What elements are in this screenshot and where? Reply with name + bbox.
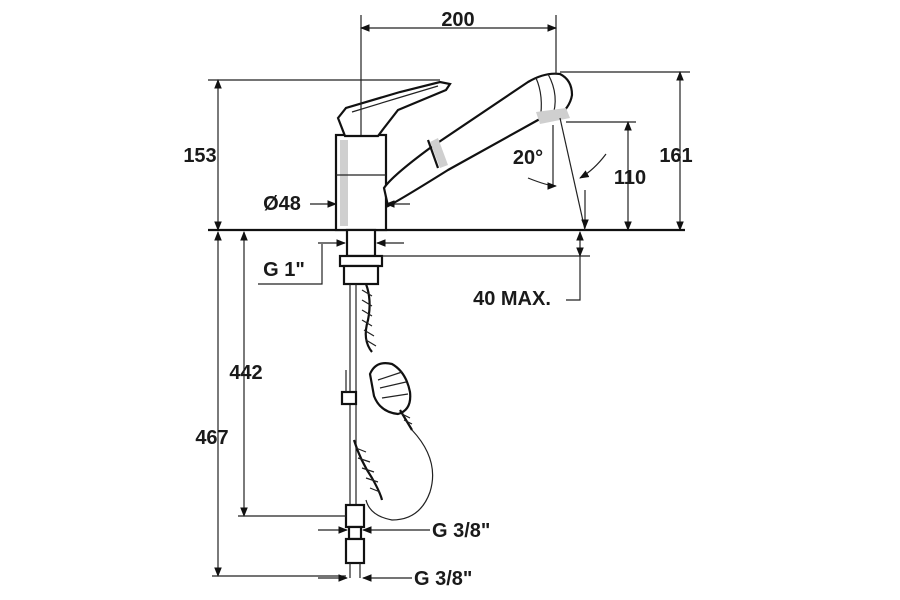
label-height-lever: 153 — [183, 145, 216, 167]
label-hose-long: 467 — [195, 427, 228, 449]
dim-height-lever — [208, 79, 440, 231]
label-total-height: 161 — [659, 145, 692, 167]
dim-connection-top — [258, 239, 404, 285]
label-connection-top: G 1" — [263, 259, 305, 281]
label-base-diameter: Ø48 — [263, 193, 301, 215]
label-hose-short: 442 — [229, 362, 262, 384]
dim-total-height — [560, 71, 690, 231]
label-spout-reach: 200 — [441, 9, 474, 31]
dim-outlet-height — [566, 121, 636, 231]
dim-swivel-angle — [527, 117, 607, 231]
dim-max-thickness — [382, 231, 590, 301]
label-outlet-height: 110 — [614, 167, 646, 189]
label-connection-hose-2: G 3/8" — [414, 568, 472, 590]
dim-hose-short — [238, 231, 346, 517]
hose-weight — [368, 362, 413, 431]
label-max-thickness: 40 MAX. — [473, 288, 551, 310]
under-counter-assembly — [338, 228, 434, 578]
label-swivel-angle: 20° — [513, 147, 543, 169]
dim-spout-reach — [360, 15, 557, 135]
label-connection-hose-1: G 3/8" — [432, 520, 490, 542]
dim-hose-long — [212, 231, 346, 577]
